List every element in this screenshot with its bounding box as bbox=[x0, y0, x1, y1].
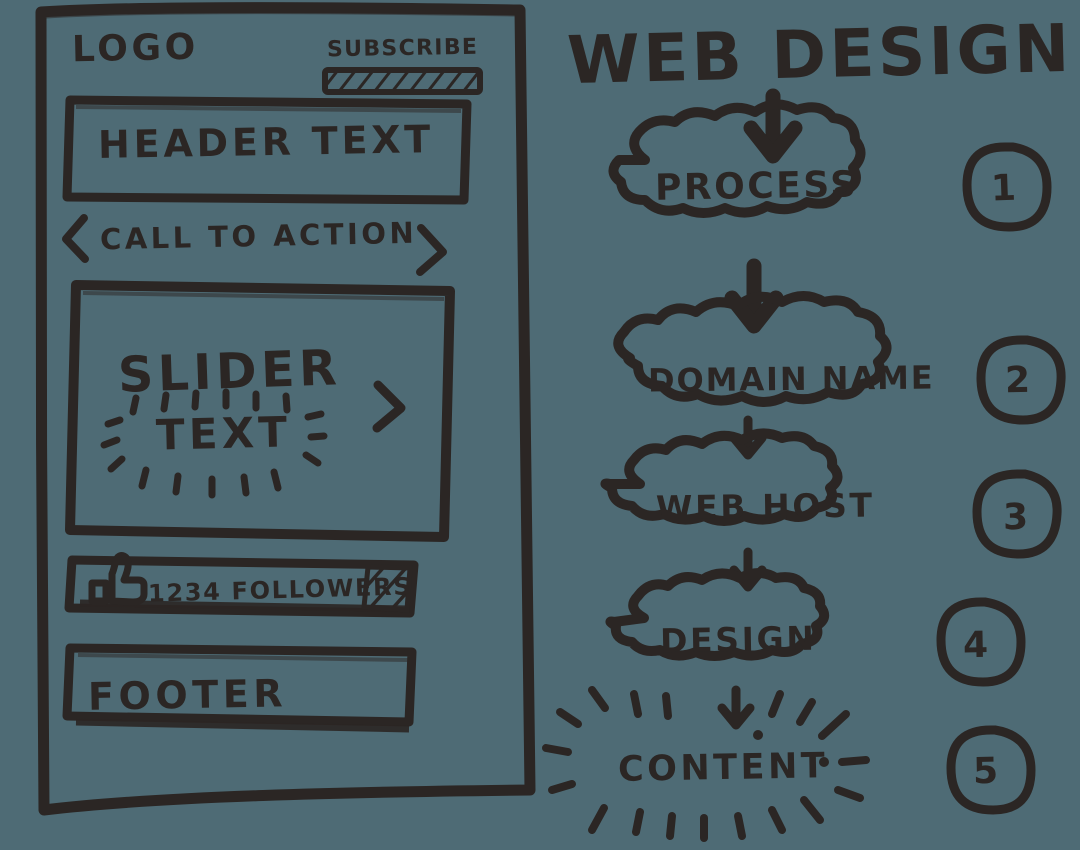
footer-box[interactable] bbox=[62, 643, 417, 733]
device-frame bbox=[35, 2, 536, 816]
step-3-number-circle bbox=[972, 469, 1062, 559]
subscribe-bar[interactable] bbox=[322, 67, 483, 95]
slider-next-chevron[interactable] bbox=[372, 380, 406, 433]
step-4-number-circle bbox=[936, 597, 1026, 687]
content-burst-icon bbox=[542, 686, 870, 842]
followers-bar[interactable] bbox=[64, 555, 419, 618]
step-2-cloud bbox=[613, 291, 892, 407]
slider-box[interactable] bbox=[65, 280, 455, 542]
step-5-number-circle bbox=[946, 725, 1036, 815]
step-4-cloud bbox=[605, 568, 830, 661]
followers-hatch-icon bbox=[361, 564, 413, 613]
step-3-cloud bbox=[600, 428, 843, 526]
step-1-cloud bbox=[608, 99, 866, 218]
step-1-number-circle bbox=[962, 142, 1052, 232]
step-number-circles bbox=[936, 142, 1066, 815]
step-2-number-circle bbox=[976, 335, 1066, 425]
cta-next-chevron[interactable] bbox=[416, 224, 447, 276]
arrow-step4-to-step5 bbox=[722, 690, 750, 725]
header-text-box[interactable] bbox=[62, 95, 472, 205]
thumbs-up-icon bbox=[88, 552, 148, 606]
slider-burst-icon bbox=[100, 388, 328, 499]
cta-prev-chevron[interactable] bbox=[62, 214, 89, 263]
